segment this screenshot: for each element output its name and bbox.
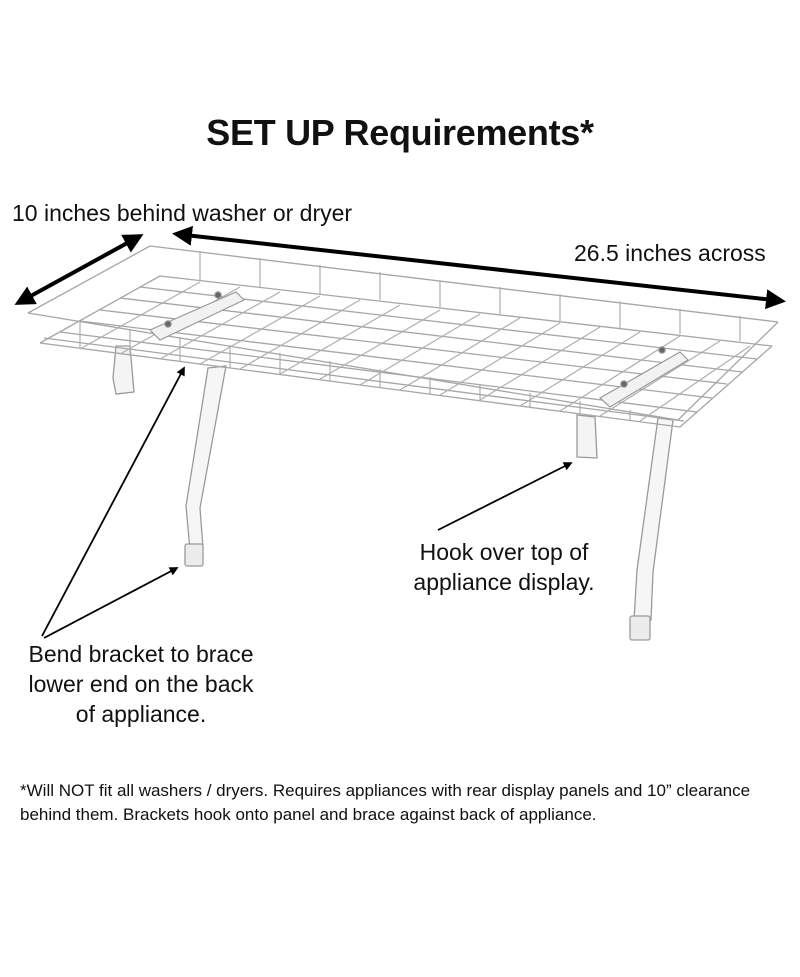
depth-arrow (14, 234, 144, 305)
bend-pointer-arrow-lower (43, 567, 179, 639)
hook-callout-line-2: appliance display. (413, 569, 595, 595)
bend-callout-line-1: Bend bracket to brace (28, 641, 254, 667)
right-front-bracket (629, 417, 674, 641)
page-title: SET UP Requirements* (206, 112, 594, 153)
hook-callout: Hook over top of appliance display. (404, 537, 604, 597)
right-mount-plate (598, 346, 689, 408)
bend-callout-line-3: of appliance. (75, 701, 207, 727)
left-mount-plate (148, 291, 246, 341)
bend-pointer-arrow-upper (41, 366, 185, 637)
width-arrow (172, 225, 786, 310)
hook-pointer-arrow (437, 462, 573, 531)
shelf-uprights (79, 251, 741, 421)
hook-callout-line-1: Hook over top of (419, 539, 589, 565)
bend-callout: Bend bracket to brace lower end on the b… (16, 639, 266, 729)
depth-label: 10 inches behind washer or dryer (12, 200, 353, 226)
bend-callout-line-2: lower end on the back (28, 671, 254, 697)
right-hook (576, 414, 598, 459)
wire-shelf (27, 245, 779, 428)
left-hook (112, 345, 135, 395)
left-front-bracket (184, 365, 227, 567)
footnote: *Will NOT fit all washers / dryers. Requ… (20, 781, 751, 824)
